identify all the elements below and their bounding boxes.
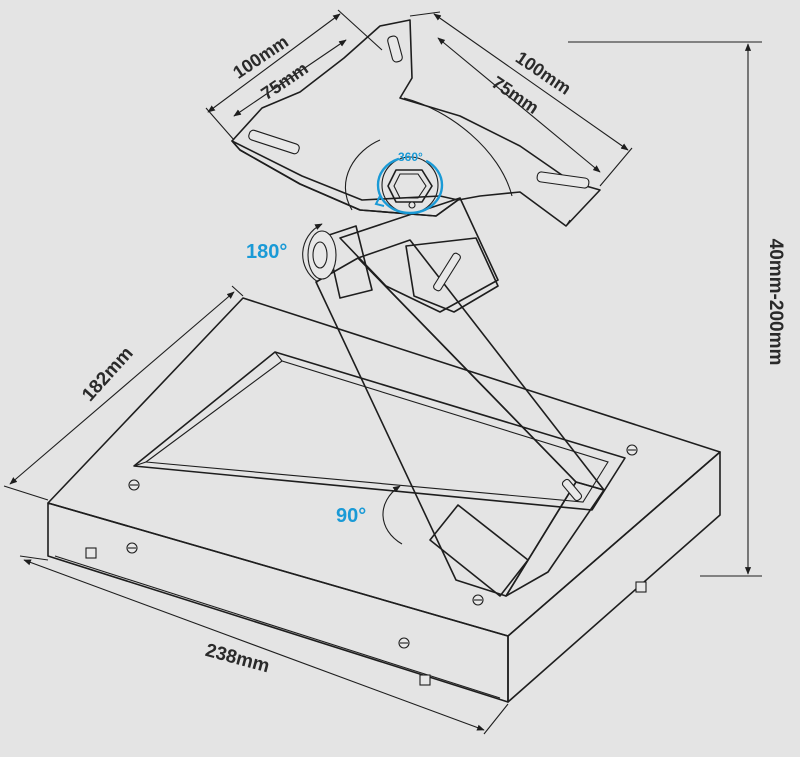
- arm: [307, 225, 605, 597]
- screw: [128, 479, 140, 491]
- rotation-360-marker: [374, 155, 444, 215]
- screw: [472, 594, 484, 606]
- base: [47, 297, 721, 703]
- screw: [398, 637, 410, 649]
- tilt-180-arrow: [302, 223, 323, 283]
- screw: [626, 444, 638, 456]
- height-label: 40mm-200mm: [765, 239, 786, 366]
- swivel-angle-label: 360°: [398, 150, 423, 164]
- foot: [419, 674, 431, 686]
- tilt-90-arrow: [382, 485, 403, 545]
- foot: [85, 547, 97, 559]
- base-depth-label: 182mm: [78, 343, 137, 406]
- dimension-lines: [3, 9, 762, 735]
- tilt-base-angle-label: 90°: [336, 505, 366, 527]
- base-width-label: 238mm: [203, 640, 272, 677]
- plate-right-inner-label: 75mm: [488, 72, 542, 118]
- screw: [126, 542, 138, 554]
- foot: [635, 581, 647, 593]
- tilt-top-angle-label: 180°: [246, 241, 287, 263]
